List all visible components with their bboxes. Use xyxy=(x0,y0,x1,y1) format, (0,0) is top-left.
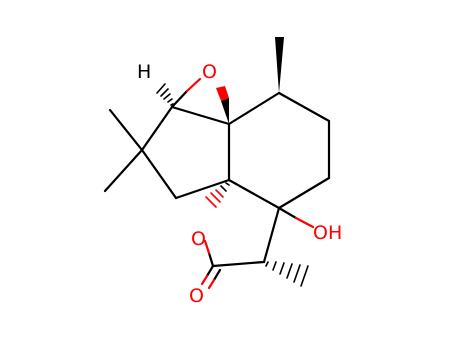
bond-c6a-c12 xyxy=(262,206,281,264)
bond-c10-c5 xyxy=(174,178,231,200)
bond-c8-epoxide-o-black xyxy=(170,89,189,109)
bond-c6a-oh-red xyxy=(294,216,315,229)
bond-c9-c10 xyxy=(140,148,178,200)
bond-c3-c2 xyxy=(277,91,331,123)
epoxide-oxygen-label: O xyxy=(202,61,217,83)
bond-carbonyl-1-red xyxy=(200,274,209,286)
oxygen-bonds xyxy=(170,77,315,290)
skeleton-bonds xyxy=(103,91,331,268)
bond-c4-c8 xyxy=(170,105,231,126)
bond-c6a-oh-black xyxy=(277,206,298,220)
bond-c6a-c5 xyxy=(227,178,281,210)
bond-carbonyl-1-black xyxy=(205,264,215,278)
wedge-methyl-top xyxy=(275,37,284,93)
atom-labels: H O O O OH xyxy=(137,61,342,307)
bond-gem-methyl-1 xyxy=(108,108,144,152)
wedge-bonds xyxy=(216,37,284,124)
bond-c4-c3 xyxy=(227,91,281,126)
epoxide-hydrogen-label: H xyxy=(137,61,151,83)
carbonyl-oxygen-label: O xyxy=(189,285,204,307)
bond-c8-epoxide-o-red xyxy=(185,77,202,93)
hash-bonds xyxy=(156,83,309,287)
bond-c12-c11 xyxy=(211,260,266,268)
bond-c11-ring-o-black xyxy=(207,251,215,268)
hash-c12-methyl xyxy=(265,261,309,287)
bond-c11-ring-o-red xyxy=(203,239,211,255)
hash-c5-lactone-o xyxy=(205,182,230,208)
hydroxyl-label: OH xyxy=(313,222,342,244)
lactone-ring-oxygen-label: O xyxy=(191,228,206,250)
bond-gem-methyl-2 xyxy=(103,148,144,193)
hash-c8-h xyxy=(156,83,174,106)
wedge-c4-epoxide-o-red xyxy=(216,86,229,101)
wedge-c4-epoxide-o-black xyxy=(221,98,229,124)
bond-c1-c6a xyxy=(277,176,331,210)
bond-carbonyl-2-black xyxy=(212,268,222,282)
bond-carbonyl-2-red xyxy=(207,278,216,290)
bond-c8-c9 xyxy=(140,105,174,152)
